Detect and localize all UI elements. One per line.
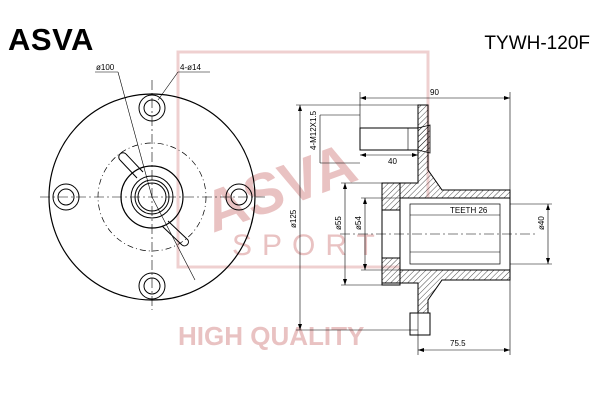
stud-length-label: 40 <box>388 157 397 166</box>
watermark-sub: SPORT <box>232 229 385 262</box>
holes-label: 4-ø14 <box>180 63 201 72</box>
brand-logo: ASVA <box>8 22 94 57</box>
side-view <box>340 104 535 336</box>
pcd-label: ø100 <box>96 63 115 72</box>
part-number: TYWH-120F <box>484 33 590 54</box>
diameter-label: ø125 <box>289 209 298 228</box>
front-view <box>40 71 265 310</box>
dimension-lines <box>296 92 552 355</box>
pilot-label: ø55 <box>334 216 343 230</box>
stud-label: 4-M12X1.5 <box>309 110 318 150</box>
bore-label: ø40 <box>537 216 546 230</box>
length-label: 90 <box>430 88 439 97</box>
body-length-label: 75.5 <box>450 339 466 348</box>
watermark-tagline: HIGH QUALITY <box>178 321 364 351</box>
bore-outer-label: ø54 <box>354 216 363 230</box>
dimension-arrows <box>298 96 550 352</box>
spline-label: TEETH 26 <box>450 206 488 215</box>
